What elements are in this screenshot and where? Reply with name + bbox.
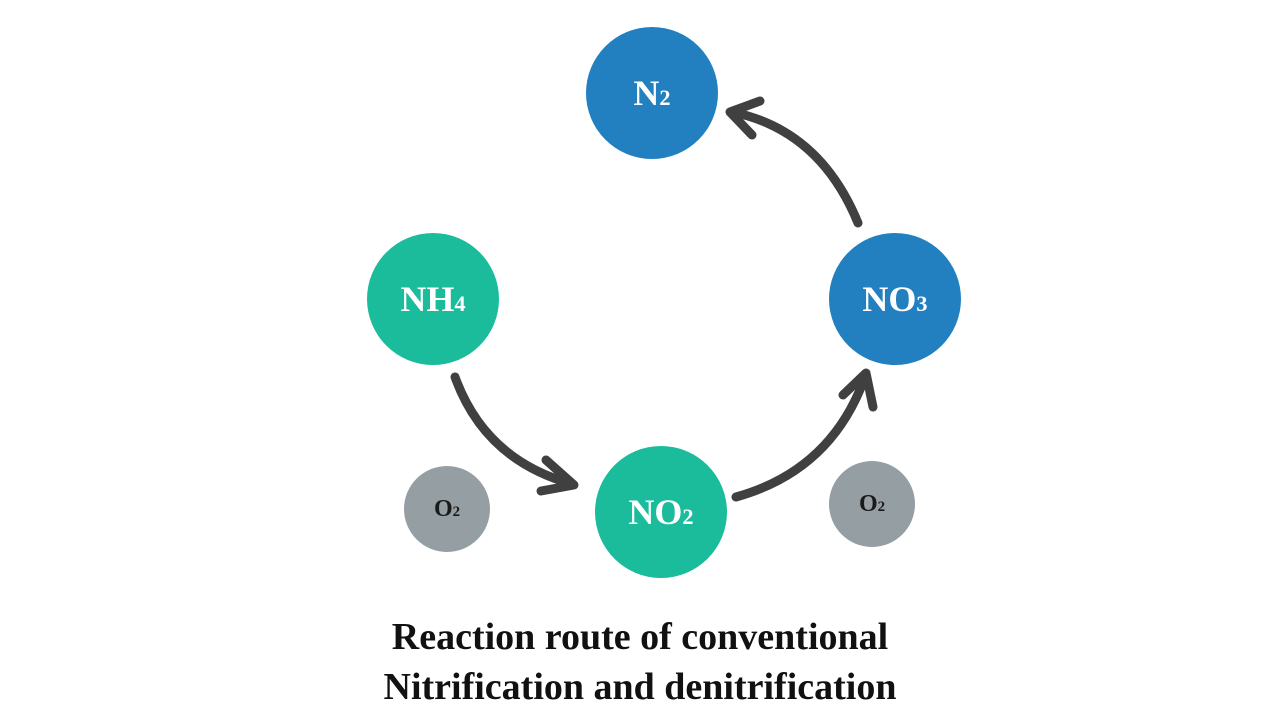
arrowhead-no3-to-n2 [725, 96, 765, 140]
diagram-caption: Reaction route of conventional Nitrifica… [0, 612, 1280, 712]
arrowhead-no2-to-no3 [838, 368, 878, 412]
arrowhead-nh4-to-no2 [536, 455, 579, 496]
arrow-no3-to-n2 [727, 107, 863, 228]
arrow-nh4-to-no2 [450, 372, 577, 489]
arrow-no2-to-no3 [731, 369, 871, 502]
caption-line-2: Nitrification and denitrification [383, 666, 897, 708]
caption-line-1: Reaction route of conventional [391, 616, 889, 658]
